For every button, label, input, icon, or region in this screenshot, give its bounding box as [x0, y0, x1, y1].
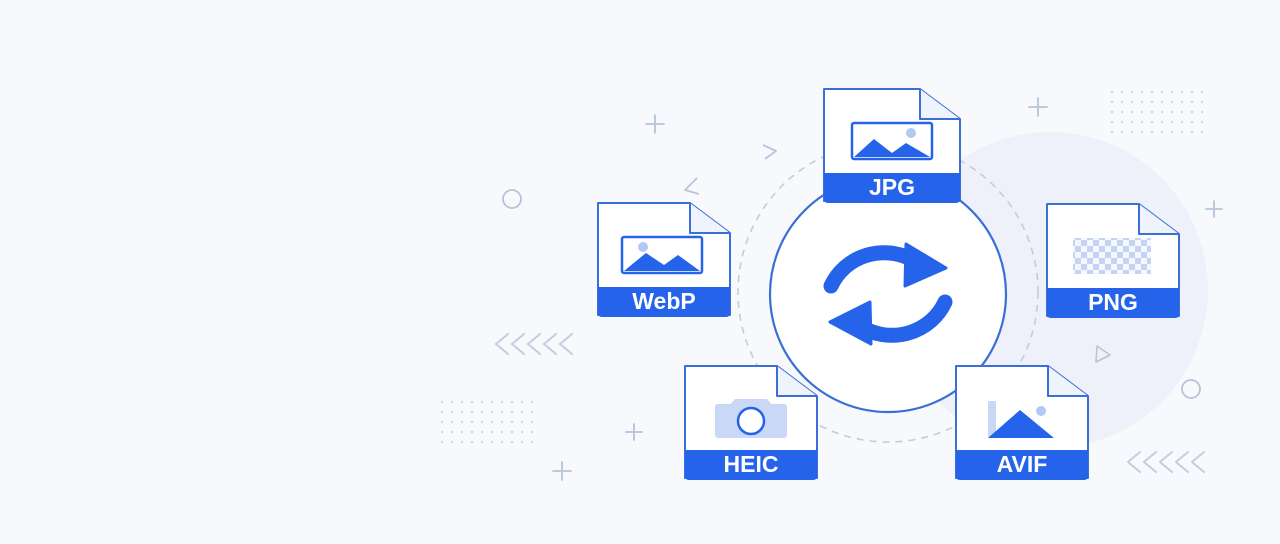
plus-decoration [552, 97, 1223, 481]
file-card-png: PNG [1046, 203, 1180, 318]
image-icon [850, 121, 934, 161]
file-card-heic: HEIC [684, 365, 818, 480]
orbit-arrow-icon [684, 177, 700, 195]
file-card-avif: AVIF [955, 365, 1089, 480]
format-label-webp: WebP [632, 288, 695, 314]
file-card-webp: WebP [597, 202, 731, 317]
dot-grid-decoration [434, 398, 534, 450]
orbit-arrow-icon [1095, 345, 1111, 363]
sync-arrows-icon [823, 242, 953, 346]
chevron-trail-decoration [495, 333, 573, 355]
transparency-grid-icon [1073, 238, 1151, 274]
dot-grid-decoration [1110, 86, 1210, 138]
ring-decoration [502, 189, 522, 209]
sync-hub [768, 174, 1008, 414]
format-label-jpg: JPG [869, 174, 915, 200]
file-card-jpg: JPG [823, 88, 961, 203]
ring-decoration [1181, 379, 1201, 399]
mountain-image-icon [988, 401, 1054, 438]
format-label-avif: AVIF [997, 451, 1048, 477]
format-label-heic: HEIC [724, 451, 779, 477]
image-icon [620, 235, 704, 275]
format-label-png: PNG [1088, 289, 1138, 315]
orbit-arrow-icon [762, 144, 777, 160]
chevron-trail-decoration [1127, 451, 1205, 473]
camera-icon [715, 399, 787, 438]
